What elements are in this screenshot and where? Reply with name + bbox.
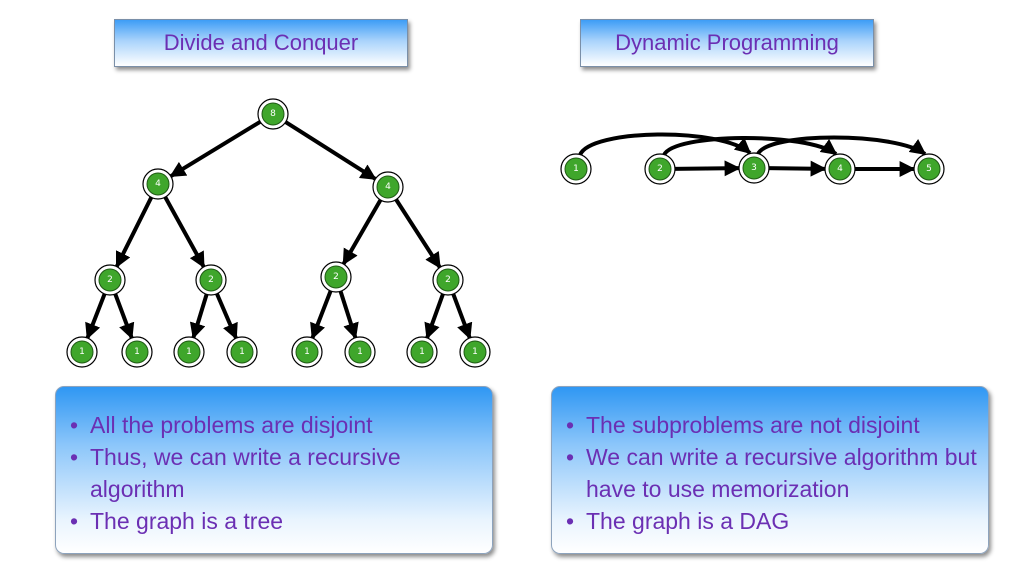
node-label: 1 (304, 347, 310, 357)
tree-node-level2: 2 (94, 264, 126, 296)
dag-node: 2 (644, 153, 676, 185)
tree-edge (310, 289, 333, 340)
tree-node-level3: 1 (173, 336, 205, 368)
dag-arc-edge (662, 136, 838, 157)
tree-edge (341, 198, 383, 266)
tree-nodes: 8 4 4 2 2 2 2 1 1 1 1 1 1 1 1 (66, 98, 491, 368)
dag-node: 1 (560, 153, 592, 185)
dag-edge (673, 160, 741, 177)
node-label: 4 (385, 182, 391, 192)
tree-node-root: 8 (257, 98, 289, 130)
tree-node-level1: 4 (142, 168, 174, 200)
tree-node-level3: 1 (406, 336, 438, 368)
tree-node-level3: 1 (459, 336, 491, 368)
node-label: 1 (573, 164, 579, 174)
tree-edge (85, 292, 107, 340)
dag-node: 3 (738, 152, 770, 184)
node-label: 2 (445, 275, 451, 285)
dag-node: 4 (824, 153, 856, 185)
dag-edge (767, 160, 827, 177)
node-label: 1 (79, 347, 85, 357)
tree-node-level3: 1 (344, 336, 376, 368)
tree-node-level2: 2 (195, 264, 227, 296)
node-label: 1 (239, 347, 245, 357)
node-label: 1 (357, 347, 363, 357)
tree-node-level2: 2 (432, 264, 464, 296)
tree-edge (451, 292, 473, 340)
tree-edge (393, 197, 442, 269)
node-label: 1 (186, 347, 192, 357)
dag-arc-edge (756, 135, 927, 156)
tree-edge (338, 289, 359, 340)
tree-node-level3: 1 (291, 336, 323, 368)
tree-node-level1: 4 (372, 171, 404, 203)
node-label: 1 (134, 347, 140, 357)
bullet-item: •The graph is a tree (69, 508, 284, 534)
divide-and-conquer-notes: •All the problems are disjoint •Thus, we… (55, 386, 493, 554)
bullet-item: •Thus, we can write a recursive algorith… (69, 444, 401, 502)
bullet-item: •The graph is a DAG (565, 508, 790, 534)
node-label: 2 (208, 275, 214, 285)
node-label: 5 (926, 164, 932, 174)
divide-and-conquer-title: Divide and Conquer (114, 19, 408, 67)
dynamic-programming-title-text: Dynamic Programming (615, 30, 839, 55)
dynamic-programming-title: Dynamic Programming (580, 19, 874, 67)
node-label: 1 (472, 347, 478, 357)
divide-and-conquer-title-text: Divide and Conquer (163, 30, 359, 55)
dag-nodes: 1 2 3 4 5 (560, 152, 945, 185)
node-label: 4 (155, 179, 161, 189)
tree-edge (169, 119, 263, 178)
node-label: 2 (657, 164, 663, 174)
bullet-item: •All the problems are disjoint (69, 412, 373, 438)
node-label: 2 (107, 275, 113, 285)
tree-edge (214, 292, 238, 340)
bullet-item: •We can write a recursive algorithm but … (565, 444, 977, 502)
bullet-item: •The subproblems are not disjoint (565, 412, 920, 438)
dag-arc-edge (578, 132, 752, 157)
dag-node: 5 (913, 153, 945, 185)
node-label: 8 (270, 109, 276, 119)
tree-edge (283, 119, 377, 181)
node-label: 1 (419, 347, 425, 357)
tree-node-level3: 1 (66, 336, 98, 368)
node-label: 4 (837, 164, 843, 174)
node-label: 2 (333, 272, 339, 282)
tree-node-level3: 1 (121, 336, 153, 368)
tree-edge (113, 292, 135, 340)
dynamic-programming-notes: •The subproblems are not disjoint •We ca… (551, 386, 989, 554)
tree-edge (114, 195, 154, 269)
tree-edge (424, 292, 446, 340)
tree-edges (85, 119, 473, 340)
tree-node-level3: 1 (226, 336, 258, 368)
tree-edge (189, 292, 209, 340)
tree-node-level2: 2 (320, 261, 352, 293)
node-label: 3 (751, 163, 757, 173)
tree-edge (163, 195, 206, 269)
dag-edges (578, 132, 927, 177)
